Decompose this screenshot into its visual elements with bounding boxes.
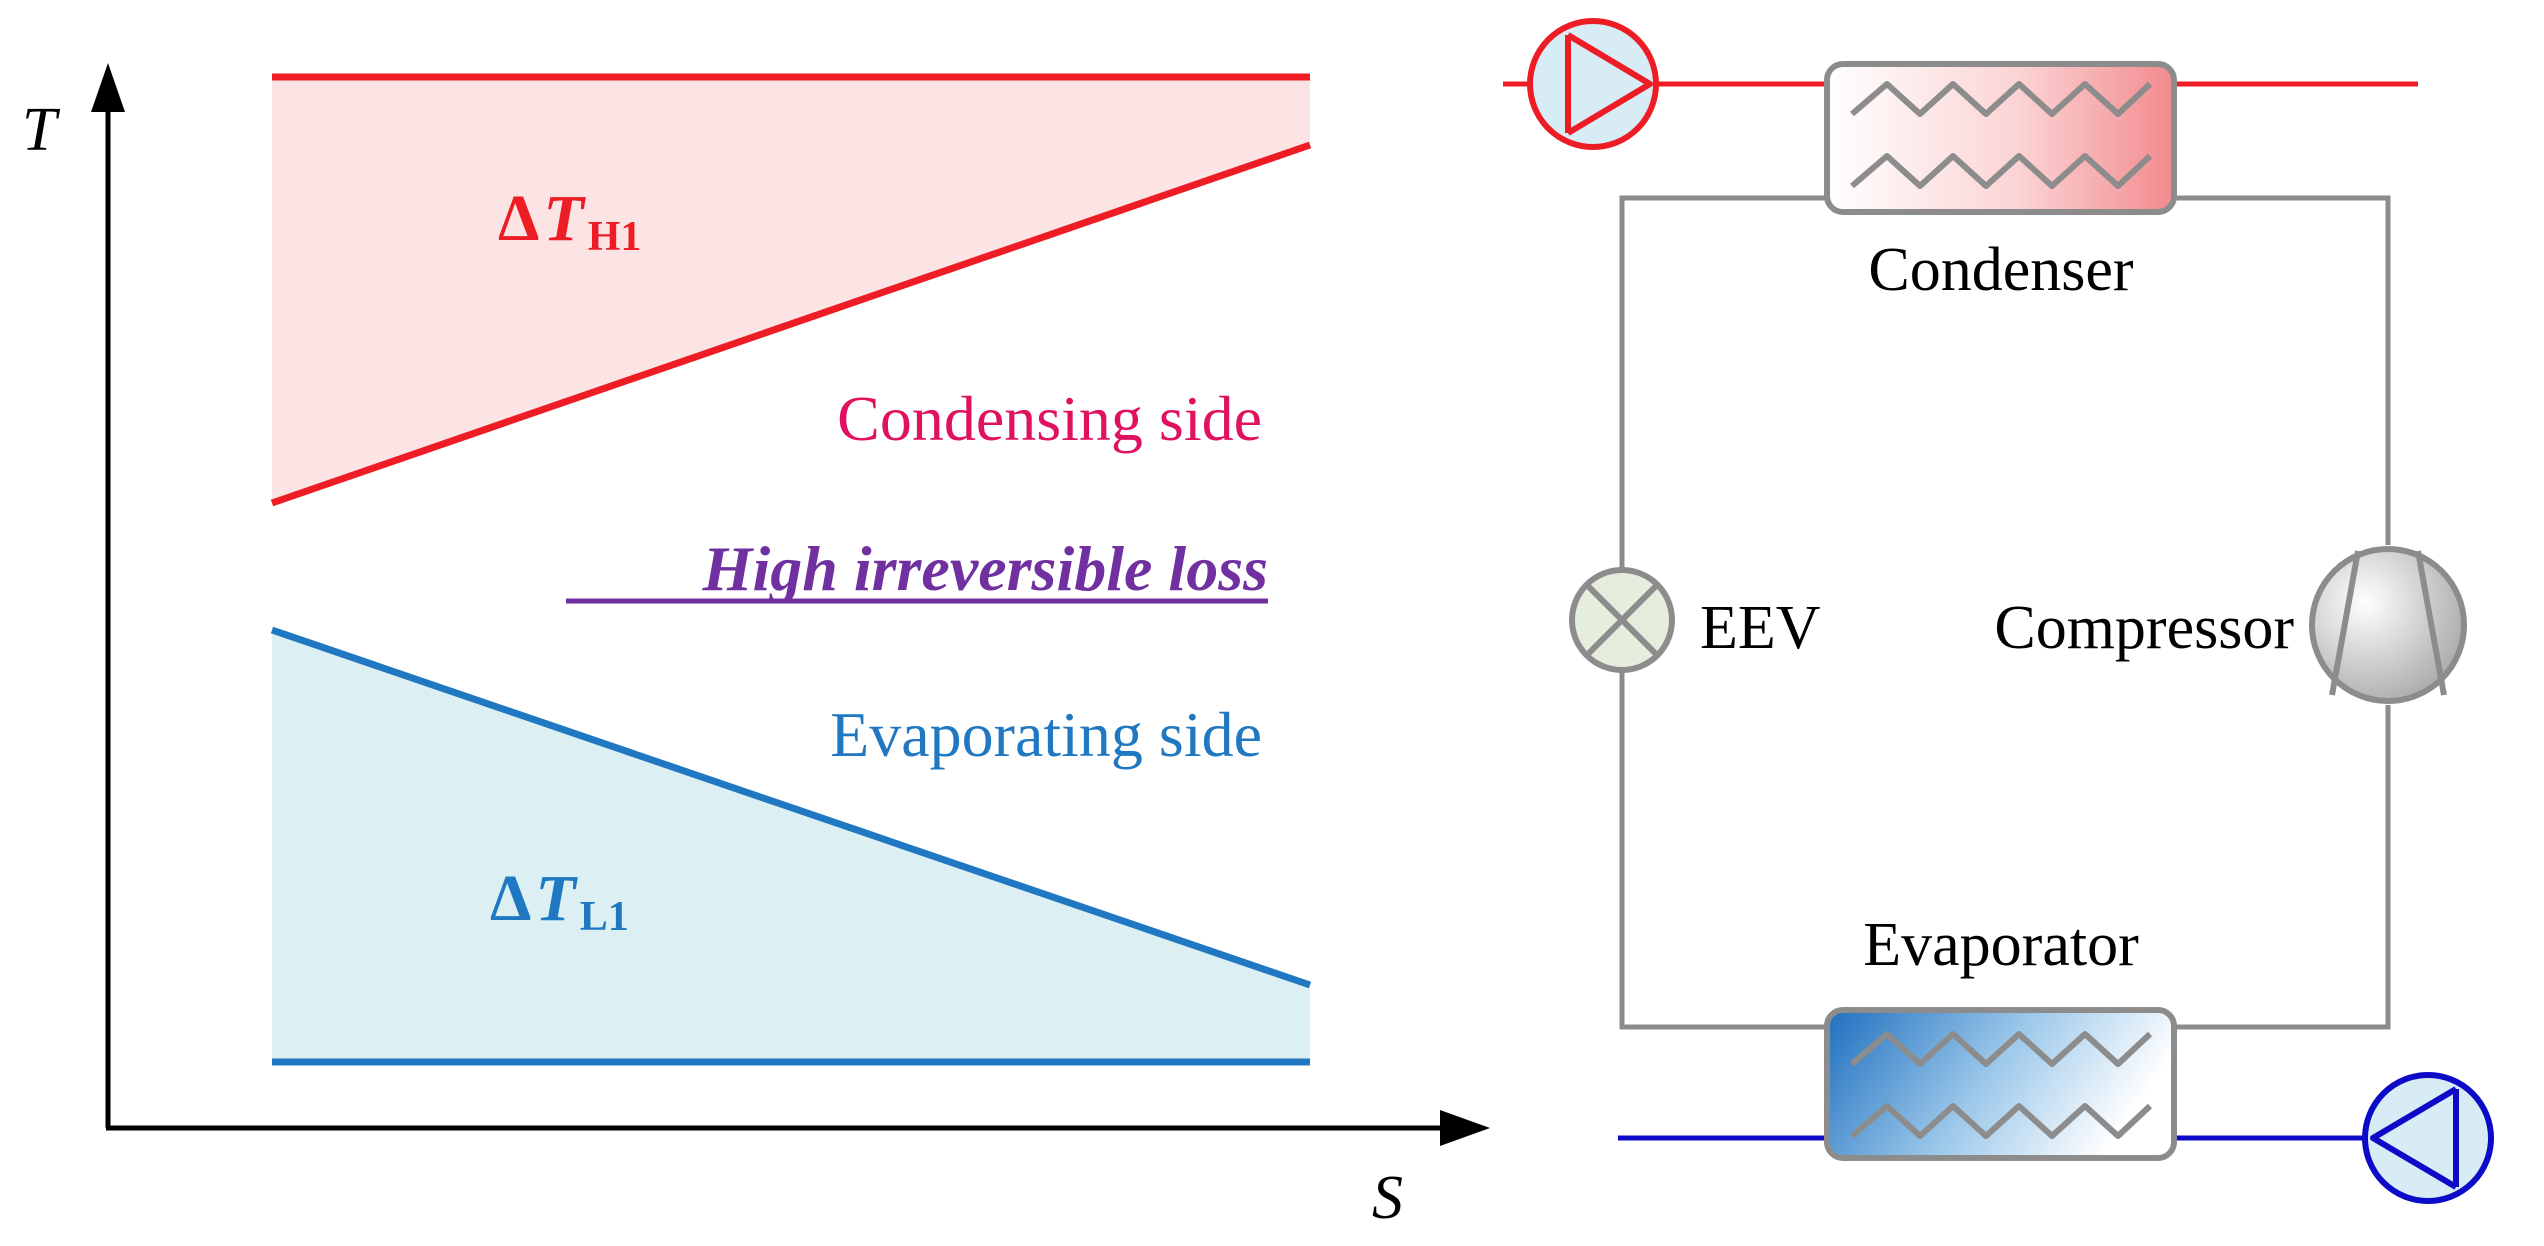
cold-side-region bbox=[272, 630, 1310, 1062]
y-axis-arrow bbox=[91, 63, 125, 112]
refrigerant-loop-left-lower bbox=[1619, 670, 1830, 1030]
delta-t-hot-label: Δ T H1 bbox=[498, 182, 641, 260]
condensing-side-label: Condensing side bbox=[837, 383, 1262, 454]
condenser-icon bbox=[1824, 61, 2177, 215]
delta-t-hot-symbol: Δ bbox=[498, 182, 539, 255]
refrigerant-loop-right bbox=[2172, 195, 2391, 545]
delta-t-cold-sub: L1 bbox=[580, 894, 629, 940]
x-axis-arrow bbox=[1440, 1110, 1490, 1146]
delta-t-cold-label: Δ T L1 bbox=[490, 862, 629, 940]
refrigerant-loop-left bbox=[1619, 195, 1830, 570]
delta-t-hot-var: T bbox=[543, 182, 586, 255]
ts-diagram: T S Δ T H1 Δ T L1 Condensing side High i… bbox=[22, 63, 1490, 1232]
compressor-label: Compressor bbox=[1994, 594, 2294, 662]
condensing-line bbox=[270, 141, 1312, 507]
evaporating-line bbox=[270, 626, 1312, 989]
hot-side-region bbox=[272, 77, 1310, 503]
compressor-icon bbox=[2309, 546, 2467, 704]
evaporating-side-label: Evaporating side bbox=[830, 699, 1262, 770]
condenser-label: Condenser bbox=[1868, 236, 2134, 304]
evaporator-label: Evaporator bbox=[1863, 911, 2139, 979]
delta-t-hot-sub: H1 bbox=[588, 214, 642, 260]
loss-label: High irreversible loss bbox=[702, 533, 1268, 604]
delta-t-cold-symbol: Δ bbox=[490, 862, 531, 935]
cycle-schematic: Condenser Evaporator EEV Compressor bbox=[1503, 18, 2494, 1204]
eev-label: EEV bbox=[1700, 594, 1821, 662]
cold-water-pump-icon bbox=[2362, 1072, 2494, 1204]
x-axis-label: S bbox=[1372, 1164, 1403, 1232]
expansion-valve-icon bbox=[1569, 567, 1675, 673]
hot-water-pump-icon bbox=[1527, 18, 1659, 150]
y-axis-label: T bbox=[22, 96, 61, 164]
evaporator-icon bbox=[1824, 1007, 2177, 1161]
refrigerant-loop-right-lower bbox=[2172, 705, 2391, 1030]
delta-t-cold-var: T bbox=[535, 862, 578, 935]
